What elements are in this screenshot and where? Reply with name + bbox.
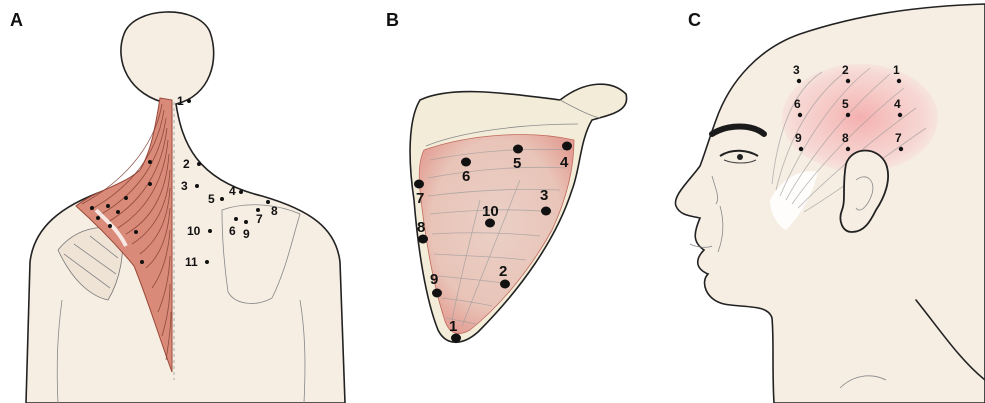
- point-b-3-dot: [541, 207, 551, 216]
- point-a-9-dot: [244, 220, 248, 224]
- head-profile-outline: [675, 4, 985, 403]
- point-b-5-dot: [513, 145, 523, 154]
- point-a-5-dot: [220, 197, 224, 201]
- point-a-8-dot: [266, 200, 270, 204]
- point-b-3-label: 3: [540, 187, 548, 204]
- point-b-10-label: 10: [482, 203, 499, 220]
- point-b-2-label: 2: [499, 263, 507, 280]
- point-c-6-dot: [798, 113, 802, 117]
- point-a-8-label: 8: [271, 204, 278, 218]
- point-a-4-label: 4: [229, 184, 236, 198]
- point-a-3-dot: [195, 184, 199, 188]
- point-a-11-dot: [205, 260, 209, 264]
- point-c-5-label: 5: [842, 97, 849, 111]
- point-c-9-label: 9: [795, 131, 802, 145]
- panel-a-letter: A: [10, 10, 23, 30]
- point-c-7-label: 7: [895, 131, 902, 145]
- back-body-outline: [26, 12, 345, 403]
- point-a-5-label: 5: [208, 192, 215, 206]
- point-c-4-label: 4: [894, 97, 901, 111]
- point-a-7-label: 7: [256, 212, 263, 226]
- point-b-8-label: 8: [417, 219, 425, 236]
- panel-c: C 1: [675, 4, 985, 403]
- point-a-3-label: 3: [181, 179, 188, 193]
- point-a-2-dot: [197, 162, 201, 166]
- point-c-1-label: 1: [893, 63, 900, 77]
- point-c-3-label: 3: [793, 63, 800, 77]
- point-c-2-dot: [846, 79, 850, 83]
- point-a-6-label: 6: [229, 224, 236, 238]
- point-b-9-dot: [432, 289, 442, 298]
- point-b-7-label: 7: [416, 190, 424, 207]
- point-a-10-label: 10: [187, 224, 201, 238]
- point-b-2-dot: [500, 280, 510, 289]
- point-c-8-dot: [846, 147, 850, 151]
- point-c-3-dot: [797, 79, 801, 83]
- point-c-7-dot: [899, 147, 903, 151]
- panel-c-letter: C: [688, 10, 701, 30]
- panel-b: B 1 2 3 4: [386, 10, 627, 343]
- point-b-6-label: 6: [462, 168, 470, 185]
- point-c-4-dot: [898, 113, 902, 117]
- point-b-7-dot: [414, 180, 424, 189]
- point-a-4-dot: [239, 190, 243, 194]
- point-a-6-dot: [234, 217, 238, 221]
- point-b-9-label: 9: [430, 271, 438, 288]
- point-c-1-dot: [897, 79, 901, 83]
- point-c-5-dot: [846, 113, 850, 117]
- point-b-6-dot: [461, 158, 471, 167]
- point-a-1-dot: [187, 99, 191, 103]
- point-a-1-label: 1: [177, 94, 184, 108]
- point-a-9-label: 9: [243, 227, 250, 241]
- panel-b-letter: B: [386, 10, 399, 30]
- point-c-8-label: 8: [842, 131, 849, 145]
- point-b-4-dot: [562, 142, 572, 151]
- point-c-9-dot: [799, 147, 803, 151]
- point-a-10-dot: [208, 229, 212, 233]
- point-c-2-label: 2: [842, 63, 849, 77]
- point-b-5-label: 5: [513, 155, 521, 172]
- point-b-4-label: 4: [560, 154, 569, 171]
- panel-a: A: [10, 10, 345, 403]
- point-a-2-label: 2: [183, 157, 190, 171]
- point-a-11-label: 11: [185, 255, 198, 269]
- eye-pupil: [737, 154, 743, 160]
- point-c-6-label: 6: [794, 97, 801, 111]
- point-b-1-label: 1: [449, 318, 457, 335]
